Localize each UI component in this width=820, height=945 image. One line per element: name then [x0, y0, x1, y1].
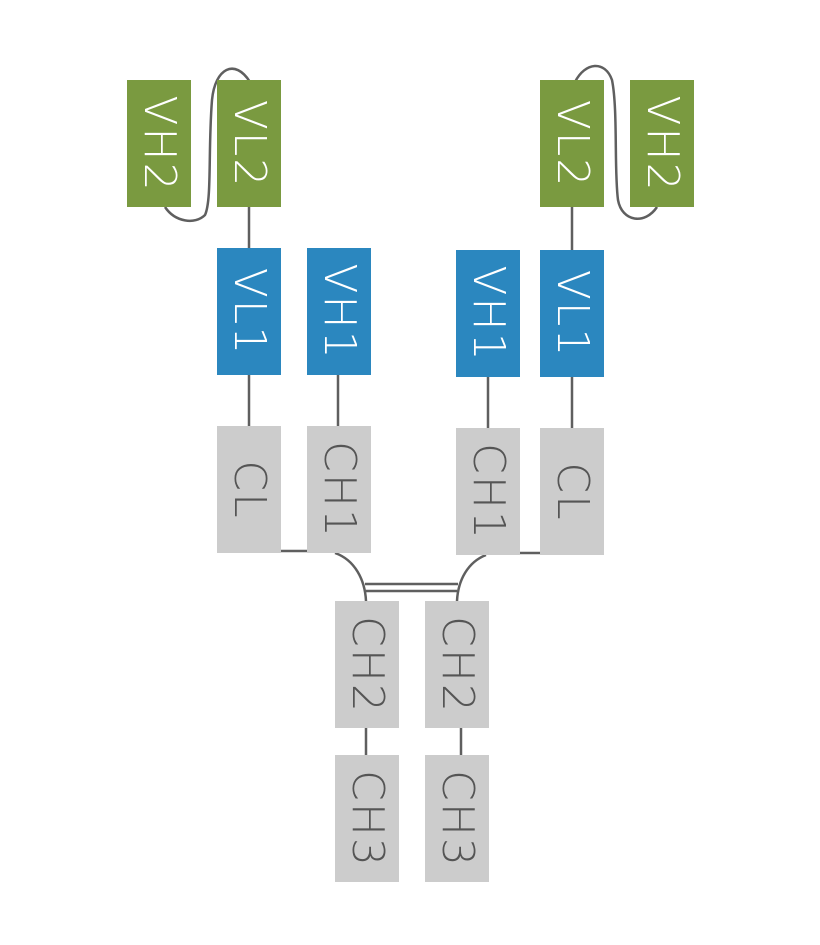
domain-left-ch2: CH2 — [335, 601, 399, 728]
domain-right-ch3: CH3 — [425, 755, 489, 882]
hinge-right — [455, 553, 487, 602]
domain-label: CH2 — [432, 615, 483, 714]
domain-left-cl: CL — [217, 426, 281, 553]
domain-right-cl: CL — [540, 428, 604, 555]
domain-label: VH1 — [314, 262, 365, 361]
domain-left-ch3: CH3 — [335, 755, 399, 882]
domain-left-ch1: CH1 — [307, 426, 371, 553]
domain-label: VH2 — [134, 94, 185, 193]
domain-label: CL — [547, 461, 598, 522]
linker-right-scfv — [573, 64, 659, 220]
domain-label: CH3 — [342, 769, 393, 868]
domain-left-vh1: VH1 — [307, 248, 371, 375]
domain-label: CH3 — [432, 769, 483, 868]
domain-right-ch1: CH1 — [456, 428, 520, 555]
domain-label: CH1 — [314, 440, 365, 539]
domain-left-vh2: VH2 — [127, 80, 191, 207]
domain-label: VL2 — [547, 99, 598, 188]
domain-left-vl2: VL2 — [217, 80, 281, 207]
domain-label: VL2 — [224, 99, 275, 188]
domain-label: VH1 — [463, 264, 514, 363]
domain-label: CL — [224, 459, 275, 520]
domain-label: VL1 — [224, 267, 275, 356]
domain-label: VH2 — [637, 94, 688, 193]
domain-label: CH1 — [463, 442, 514, 541]
domain-right-vl1: VL1 — [540, 250, 604, 377]
domain-right-vl2: VL2 — [540, 80, 604, 207]
domain-right-vh1: VH1 — [456, 250, 520, 377]
linker-left-scfv — [163, 67, 252, 223]
domain-right-vh2: VH2 — [630, 80, 694, 207]
domain-label: CH2 — [342, 615, 393, 714]
domain-left-vl1: VL1 — [217, 248, 281, 375]
hinge-left — [334, 551, 368, 602]
domain-label: VL1 — [547, 269, 598, 358]
domain-right-ch2: CH2 — [425, 601, 489, 728]
